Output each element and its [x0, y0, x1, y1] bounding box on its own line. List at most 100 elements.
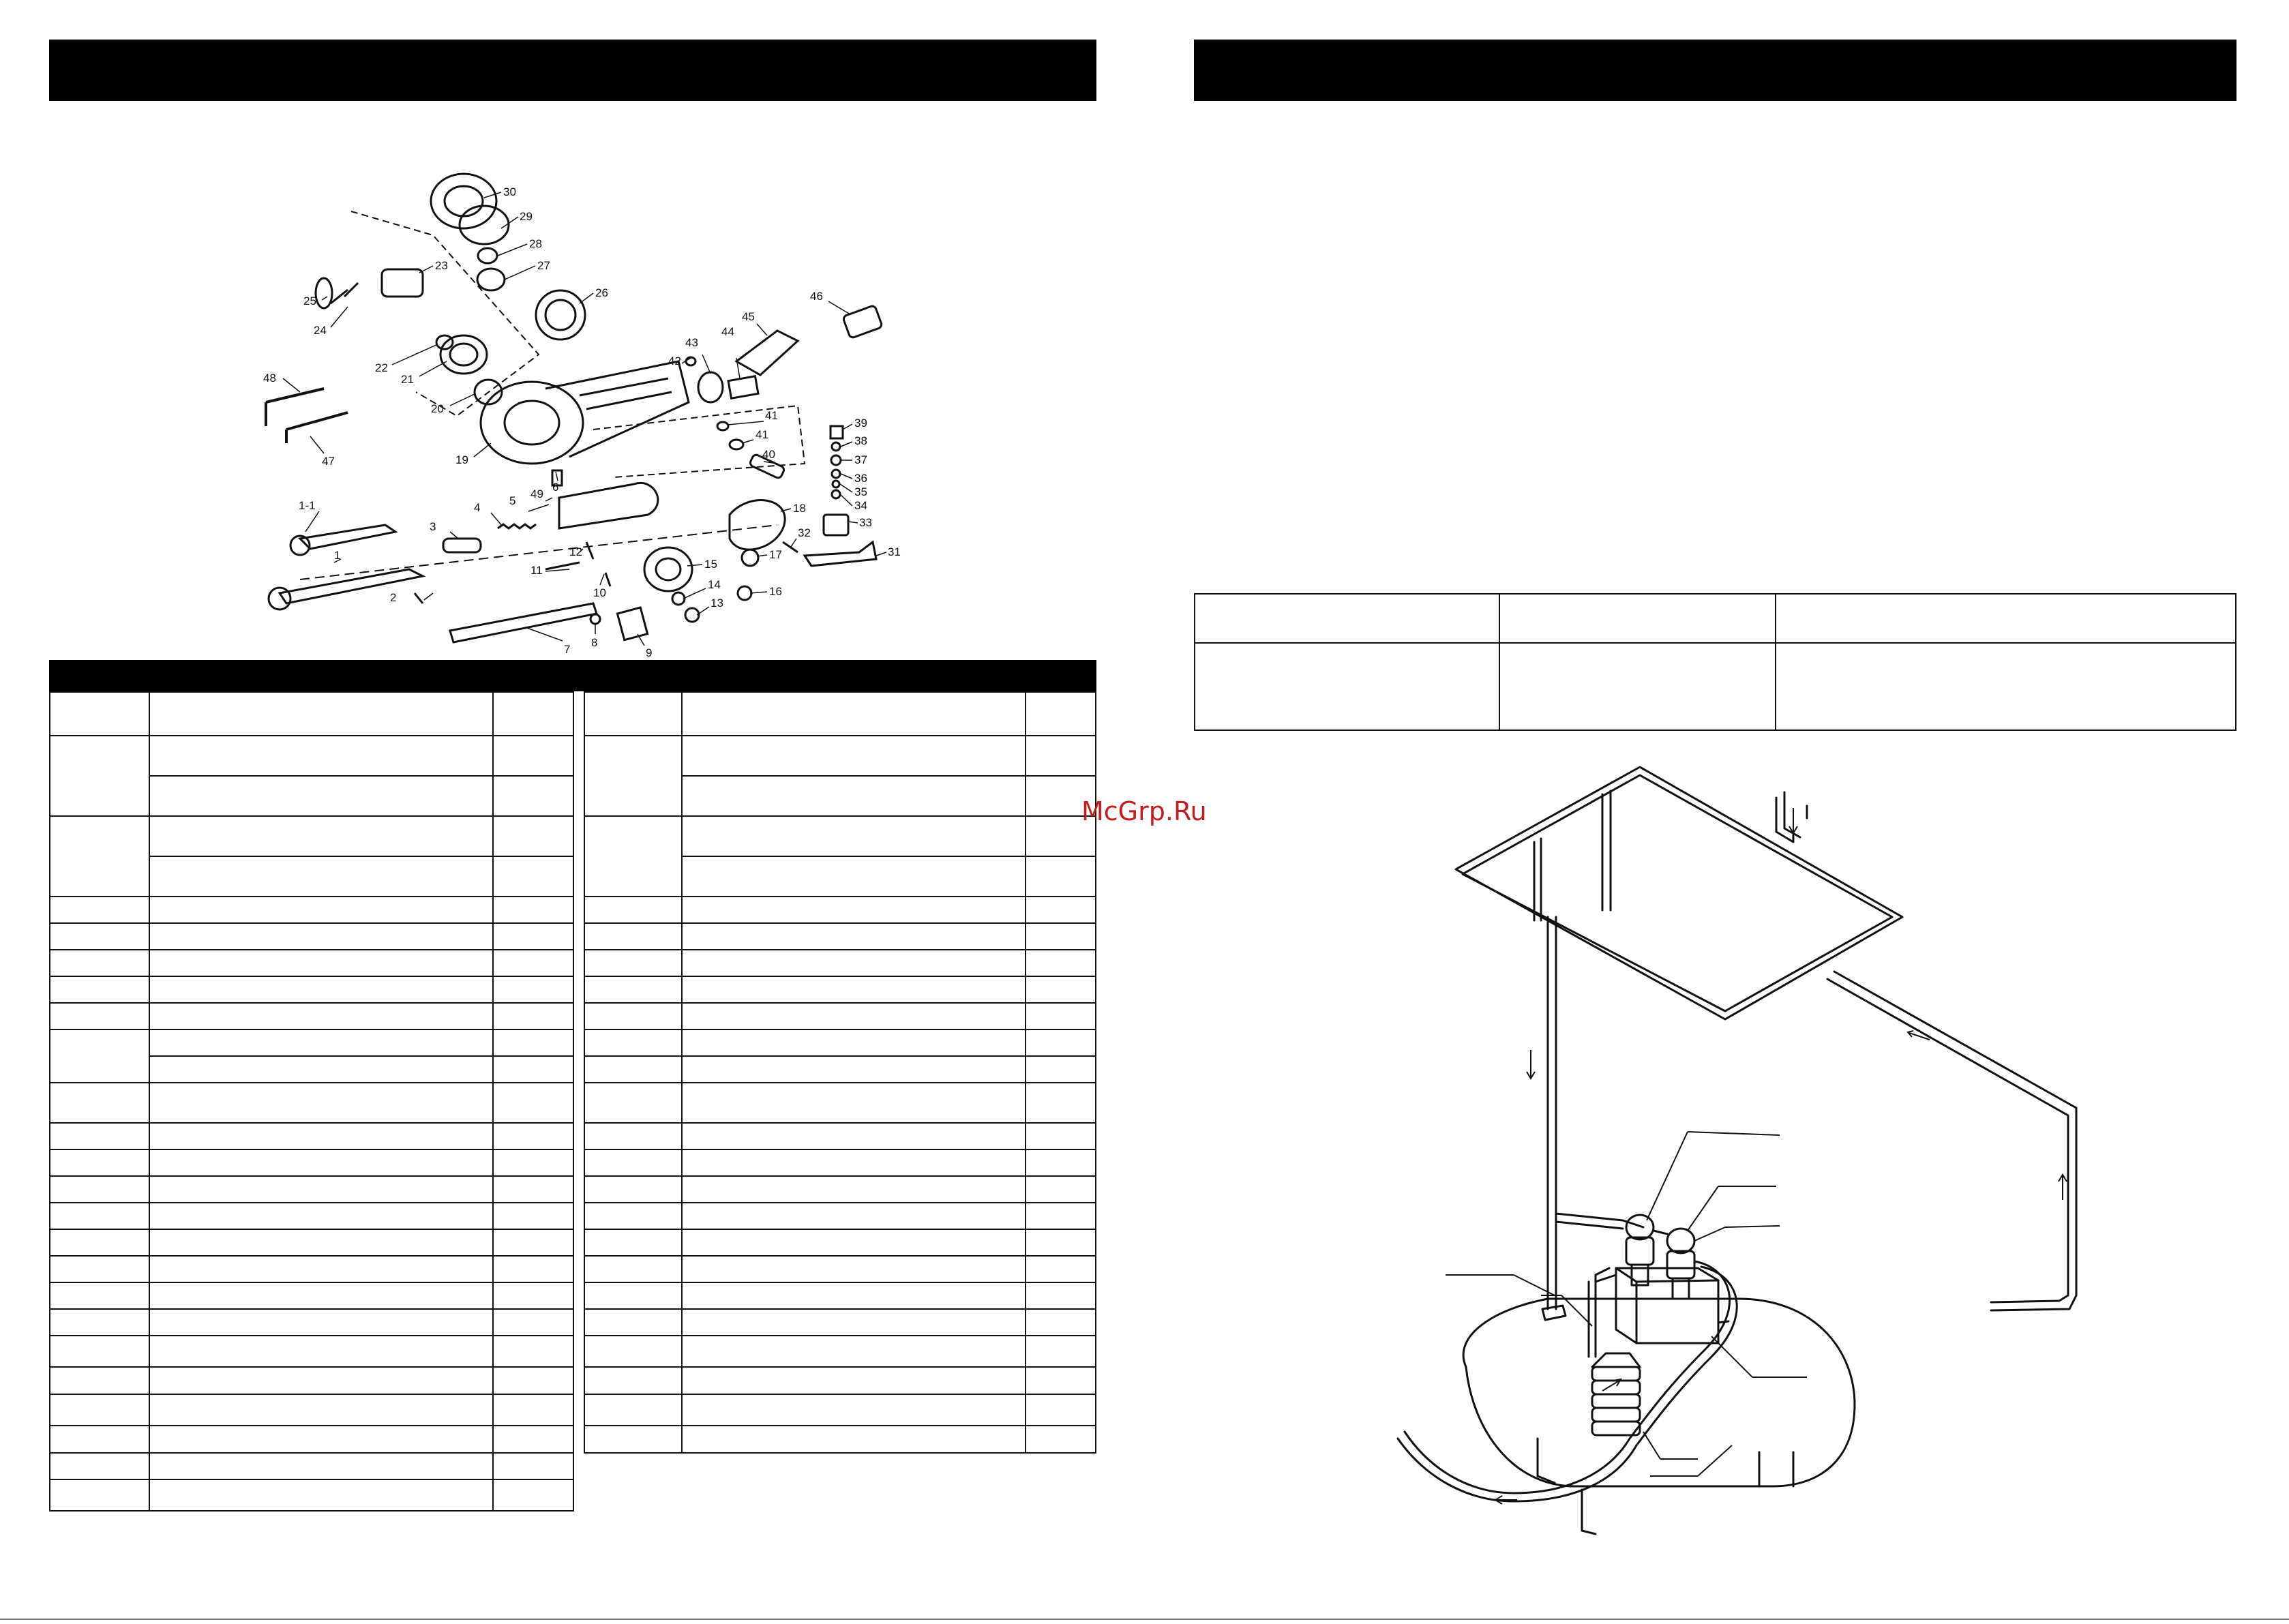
table-row — [49, 1122, 574, 1150]
callout-41-a: 41 — [765, 409, 778, 422]
watermark-text: McGrp.Ru — [1081, 796, 1207, 826]
table-row — [49, 896, 574, 924]
callout-14: 14 — [708, 578, 721, 591]
table-row — [49, 976, 574, 1004]
callout-9: 9 — [646, 646, 652, 659]
callout-40: 40 — [762, 448, 775, 461]
callout-28: 28 — [529, 237, 542, 250]
callout-23: 23 — [435, 259, 448, 272]
table-row — [584, 976, 1096, 1004]
table-row — [49, 815, 574, 897]
right-page-header-bar — [1194, 40, 2236, 101]
table-row — [49, 1175, 574, 1203]
callout-10: 10 — [593, 586, 606, 599]
table-row — [49, 1002, 574, 1030]
table-row — [49, 735, 574, 817]
callout-22: 22 — [375, 361, 388, 374]
callout-27: 27 — [537, 259, 550, 272]
callout-16: 16 — [769, 585, 782, 598]
table-row — [49, 949, 574, 977]
callout-3: 3 — [430, 520, 436, 533]
table-row — [584, 1229, 1096, 1257]
table-row — [49, 1425, 574, 1454]
table-row — [584, 1282, 1096, 1310]
callout-20: 20 — [431, 402, 444, 415]
table-row — [584, 1055, 1096, 1083]
table-row — [49, 1082, 574, 1124]
table-row — [49, 1255, 574, 1283]
callout-12: 12 — [569, 545, 582, 558]
left-page-header-bar — [49, 40, 1096, 101]
table-row — [584, 1122, 1096, 1150]
table-row — [584, 1082, 1096, 1124]
callout-24: 24 — [314, 324, 327, 337]
spec-table — [1193, 593, 2237, 731]
callout-18: 18 — [793, 502, 806, 515]
table-row — [584, 896, 1096, 924]
air-piping-diagram — [1350, 750, 2134, 1568]
table-row — [584, 856, 1096, 897]
callout-1-1: 1-1 — [299, 499, 316, 512]
callout-34: 34 — [854, 499, 867, 512]
callout-41-b: 41 — [755, 428, 768, 441]
table-row — [49, 691, 574, 736]
callout-5: 5 — [509, 494, 515, 507]
table-row — [50, 1055, 574, 1083]
callout-31: 31 — [888, 545, 901, 558]
table-row — [49, 1029, 574, 1083]
callout-45: 45 — [742, 310, 755, 323]
callout-36: 36 — [854, 472, 867, 485]
table-row — [49, 1229, 574, 1257]
callout-49: 49 — [530, 487, 543, 500]
footer-rule — [0, 1619, 2289, 1620]
table-row — [584, 1425, 1096, 1454]
table-row — [584, 1308, 1096, 1336]
callout-11: 11 — [530, 564, 543, 577]
table-row — [584, 775, 1096, 817]
callout-39: 39 — [854, 417, 867, 430]
table-row — [584, 1175, 1096, 1203]
callout-6: 6 — [552, 481, 558, 494]
spec-table-header-row — [1193, 593, 2237, 644]
callout-8: 8 — [591, 636, 597, 649]
table-row — [50, 775, 574, 817]
table-row — [49, 1335, 574, 1368]
table-row — [49, 1394, 574, 1426]
callout-1: 1 — [334, 549, 340, 562]
table-row — [584, 1255, 1096, 1283]
callout-48: 48 — [263, 372, 276, 385]
table-row — [584, 949, 1096, 977]
table-row — [584, 1335, 1096, 1368]
callout-4: 4 — [474, 501, 480, 514]
exploded-parts-svg: 30 29 28 27 26 23 25 24 22 21 20 19 46 4… — [263, 172, 901, 659]
table-row — [49, 1452, 574, 1480]
callout-46: 46 — [810, 290, 823, 303]
parts-list-header-bar — [49, 660, 1096, 691]
table-row — [584, 691, 1096, 736]
callout-30: 30 — [503, 185, 516, 198]
table-row — [49, 1202, 574, 1230]
callout-25: 25 — [303, 295, 316, 307]
callout-47: 47 — [322, 455, 335, 468]
table-row — [584, 1202, 1096, 1230]
table-row — [584, 922, 1096, 950]
callout-42: 42 — [668, 355, 681, 367]
callout-29: 29 — [520, 210, 533, 223]
table-row — [49, 1366, 574, 1395]
callout-44: 44 — [721, 325, 734, 338]
parts-table-left — [49, 691, 574, 1512]
table-row — [49, 1308, 574, 1336]
table-row — [584, 1149, 1096, 1177]
table-row — [49, 922, 574, 950]
callout-32: 32 — [798, 526, 811, 539]
callout-26: 26 — [595, 286, 608, 299]
callout-17: 17 — [769, 548, 782, 561]
callout-43: 43 — [685, 336, 698, 349]
callout-37: 37 — [854, 453, 867, 466]
table-row — [49, 1479, 574, 1512]
table-row — [49, 1149, 574, 1177]
callout-7: 7 — [564, 643, 570, 656]
table-row — [584, 735, 1096, 817]
exploded-parts-diagram: 30 29 28 27 26 23 25 24 22 21 20 19 46 4… — [259, 157, 927, 661]
callout-2: 2 — [390, 591, 396, 604]
